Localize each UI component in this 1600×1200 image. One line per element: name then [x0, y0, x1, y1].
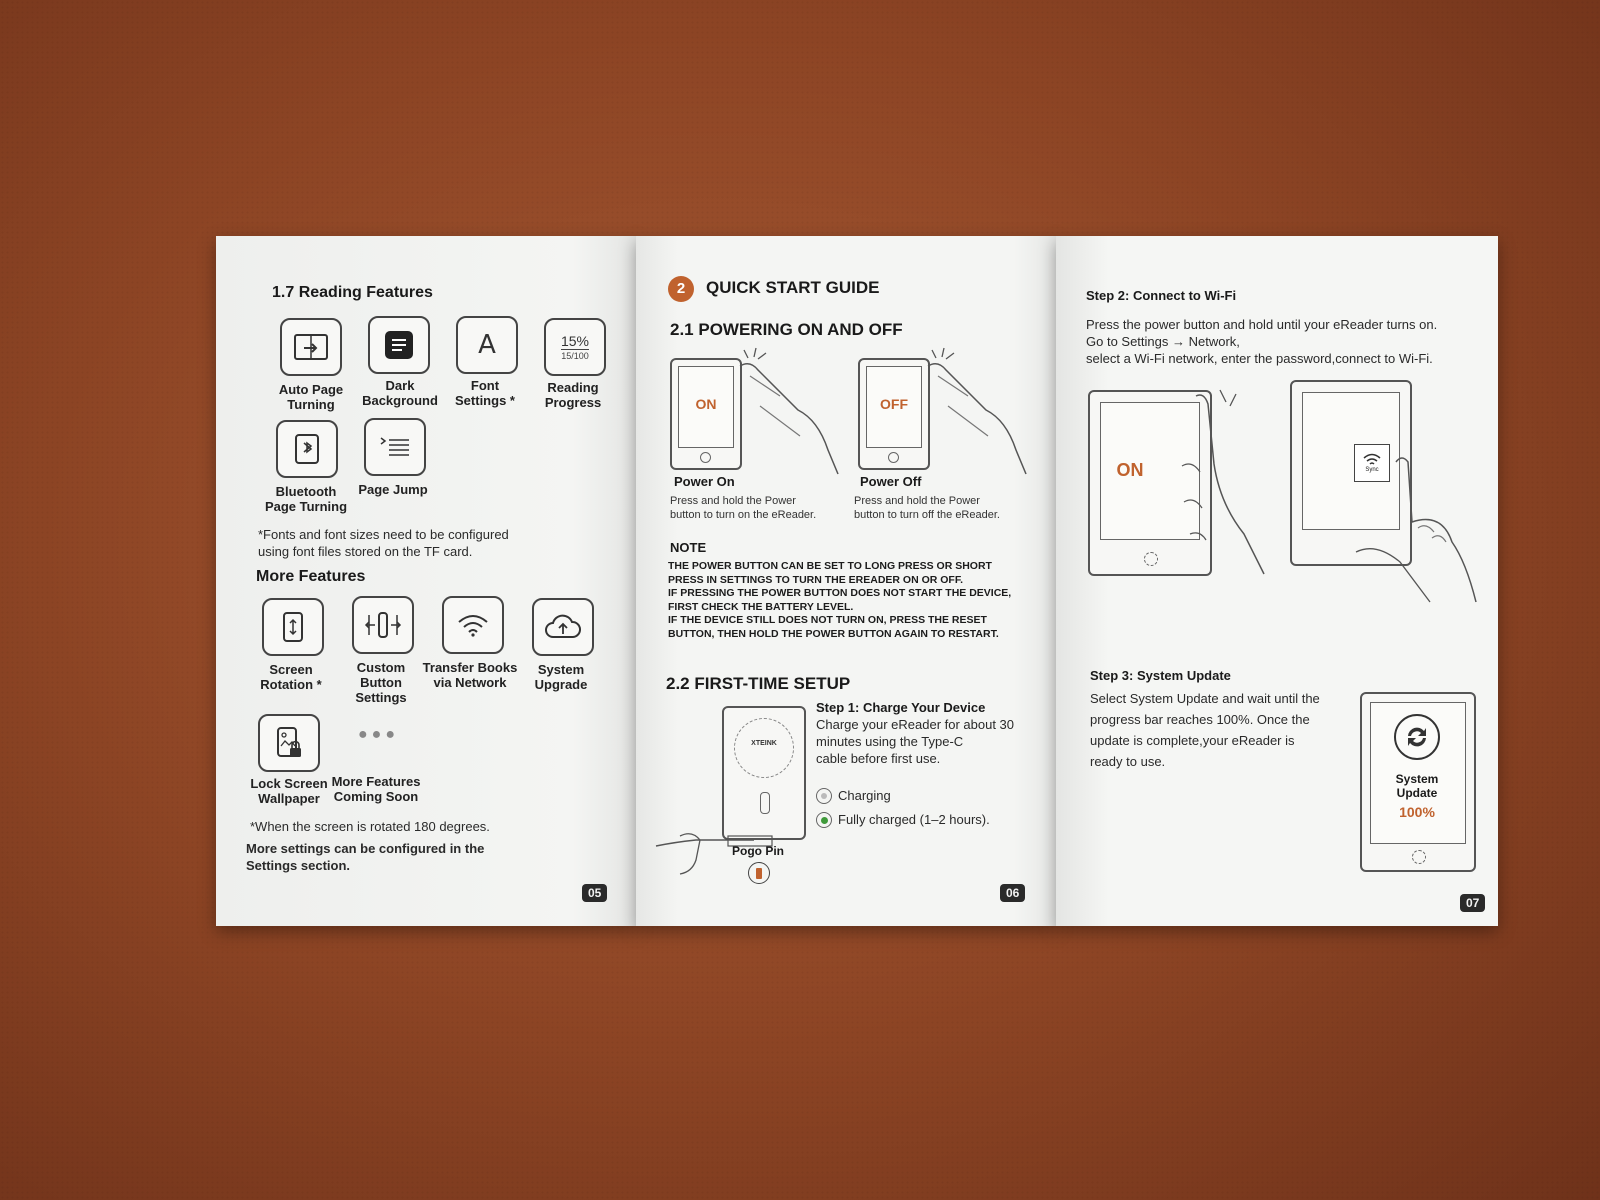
- home-button-icon: [888, 452, 899, 463]
- home-button-icon: [1412, 850, 1426, 864]
- progress-icon: 15% 15/100: [544, 318, 606, 376]
- manual-sheet: 1.7 Reading Features A 15% 15/100 Auto P…: [216, 236, 1498, 926]
- bluetooth-icon: [276, 420, 338, 478]
- chapter-number-badge: 2: [668, 276, 694, 302]
- feature-label-lock-wallpaper: Lock Screen Wallpaper: [250, 776, 328, 806]
- feature-label-rotation: Screen Rotation *: [260, 662, 322, 692]
- progress-percent: 15%: [560, 333, 590, 349]
- auto-page-icon: [280, 318, 342, 376]
- note-title: NOTE: [670, 540, 707, 555]
- brand-logo: XTEINK: [751, 740, 777, 747]
- section-title-powering: 2.1 POWERING ON AND OFF: [670, 320, 903, 339]
- rotation-icon: [262, 598, 324, 656]
- page-jump-icon: [364, 418, 426, 476]
- sync-wifi-button[interactable]: Sync: [1354, 444, 1390, 482]
- step3-body: Select System Update and wait until the …: [1090, 691, 1320, 769]
- feature-label-upgrade: System Upgrade: [534, 662, 588, 692]
- update-percent: 100%: [1399, 804, 1435, 820]
- power-off-desc: Press and hold the Power button to turn …: [854, 495, 1000, 521]
- charged-label: Fully charged (1–2 hours).: [838, 812, 990, 827]
- feature-label-more-coming: More Features Coming Soon: [331, 774, 421, 804]
- font-icon: A: [456, 316, 518, 374]
- step2-body: Press the power button and hold until yo…: [1086, 317, 1438, 366]
- section-title-more-features: More Features: [256, 568, 366, 585]
- step1-body: Charge your eReader for about 30 minutes…: [816, 717, 1015, 766]
- screen-on-text: ON: [1116, 460, 1144, 480]
- page-05: 1.7 Reading Features A 15% 15/100 Auto P…: [216, 236, 636, 926]
- device-wifi-settings: Sync: [1290, 380, 1412, 566]
- section-title-reading-features: 1.7 Reading Features: [272, 284, 433, 301]
- power-on-desc: Press and hold the Power button to turn …: [670, 495, 817, 521]
- step3-title: Step 3: System Update: [1090, 668, 1231, 683]
- step2-title: Step 2: Connect to Wi-Fi: [1086, 288, 1237, 303]
- device-system-update: System Update 100%: [1360, 692, 1476, 872]
- feature-label-custom-button: Custom Button Settings: [355, 660, 407, 705]
- home-button-icon: [1144, 552, 1158, 566]
- power-on-title: Power On: [674, 474, 735, 489]
- update-label: System Update: [1395, 772, 1439, 800]
- note-body: THE POWER BUTTON CAN BE SET TO LONG PRES…: [668, 560, 1012, 640]
- settings-note: More settings can be configured in the S…: [246, 841, 485, 873]
- hand-press-icon: [927, 347, 1027, 475]
- charged-indicator-icon: [816, 812, 832, 828]
- pogo-pin-icon: [760, 792, 770, 814]
- font-note: *Fonts and font sizes need to be configu…: [258, 527, 509, 559]
- update-refresh-icon: [1394, 714, 1440, 760]
- battery-icon: [748, 862, 770, 884]
- hand-press-icon: [739, 347, 839, 475]
- device-charging: XTEINK: [722, 706, 806, 840]
- custom-button-icon: [352, 596, 414, 654]
- progress-pages: 15/100: [561, 349, 589, 361]
- home-button-icon: [700, 452, 711, 463]
- charging-label: Charging: [838, 788, 891, 803]
- page-07: Step 2: Connect to Wi-Fi Press the power…: [1056, 236, 1498, 926]
- page-number-06: 06: [1000, 884, 1026, 902]
- screen-on-text: ON: [695, 396, 717, 412]
- chapter-title: QUICK START GUIDE: [706, 278, 880, 297]
- cloud-upload-icon: [532, 598, 594, 656]
- charging-indicator-icon: [816, 788, 832, 804]
- step1-title: Step 1: Charge Your Device: [816, 700, 986, 715]
- device-wifi-on: ON: [1088, 390, 1212, 576]
- power-off-title: Power Off: [860, 474, 922, 489]
- dark-background-icon: [368, 316, 430, 374]
- page-06: 2 QUICK START GUIDE 2.1 POWERING ON AND …: [636, 236, 1056, 926]
- feature-label-transfer: Transfer Books via Network: [422, 660, 518, 690]
- sync-label: Sync: [1365, 467, 1379, 473]
- page-number-05: 05: [582, 884, 608, 902]
- screen-off-text: OFF: [880, 396, 908, 412]
- feature-label-bluetooth: Bluetooth Page Turning: [264, 484, 348, 514]
- lock-wallpaper-icon: [258, 714, 320, 772]
- hand-tap-icon: [1355, 457, 1477, 603]
- section-title-setup: 2.2 FIRST-TIME SETUP: [666, 674, 851, 693]
- page-number-07: 07: [1460, 894, 1486, 912]
- feature-label-font: Font Settings *: [455, 378, 515, 408]
- feature-label-progress: Reading Progress: [544, 380, 602, 410]
- device-power-off: OFF: [858, 358, 930, 470]
- feature-label-dark-background: Dark Background: [362, 378, 438, 408]
- wifi-icon: [442, 596, 504, 654]
- rotation-note: *When the screen is rotated 180 degrees.: [250, 819, 490, 834]
- more-dots-icon: ●●●: [358, 726, 399, 743]
- feature-label-auto-page: Auto Page Turning: [278, 382, 344, 412]
- feature-label-page-jump: Page Jump: [358, 482, 428, 497]
- cable-hand-icon: [655, 833, 773, 875]
- wifi-icon: [1363, 453, 1381, 465]
- pogo-pin-label: Pogo Pin: [732, 844, 784, 858]
- hand-hold-icon: [1181, 389, 1265, 575]
- device-power-on: ON: [670, 358, 742, 470]
